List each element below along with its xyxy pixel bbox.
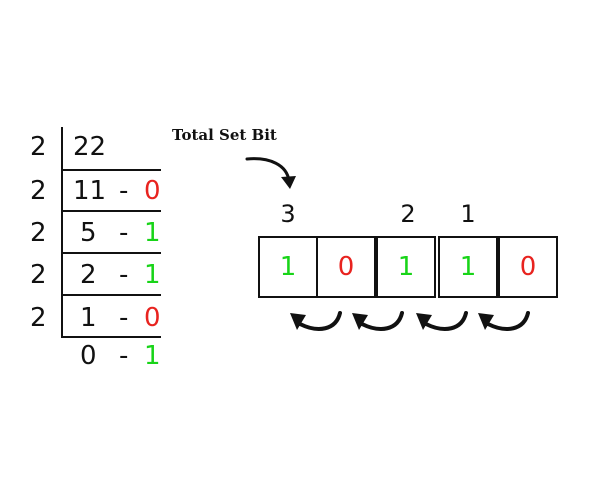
remainder-3: 1 bbox=[144, 260, 161, 290]
quotient-5: 0 bbox=[80, 341, 97, 371]
curved-arrow-left-icon bbox=[352, 311, 404, 331]
count-label-3: 1 bbox=[460, 200, 476, 228]
division-bar-0 bbox=[61, 127, 63, 171]
bit-cell-2: 1 bbox=[376, 236, 436, 298]
bit-cell-4: 0 bbox=[498, 236, 558, 298]
division-rule-3 bbox=[61, 252, 161, 254]
quotient-4: 1 bbox=[80, 303, 97, 333]
divisor-2: 2 bbox=[30, 218, 47, 248]
dash-3: - bbox=[119, 260, 129, 290]
quotient-3: 2 bbox=[80, 260, 97, 290]
remainder-2: 1 bbox=[144, 218, 161, 248]
remainder-4: 0 bbox=[144, 303, 161, 333]
remainder-5: 1 bbox=[144, 341, 161, 371]
division-bar-2 bbox=[61, 212, 63, 254]
quotient-1: 11 bbox=[73, 176, 107, 206]
count-label-0: 3 bbox=[280, 200, 296, 228]
division-rule-2 bbox=[61, 210, 161, 212]
division-rule-1 bbox=[61, 169, 161, 171]
quotient-2: 5 bbox=[80, 218, 97, 248]
divisor-1: 2 bbox=[30, 176, 47, 206]
divisor-0: 2 bbox=[30, 132, 47, 162]
quotient-0: 22 bbox=[73, 132, 107, 162]
total-set-bit-label: Total Set Bit bbox=[172, 126, 277, 144]
dash-4: - bbox=[119, 303, 129, 333]
bit-cell-3: 1 bbox=[438, 236, 498, 298]
dash-1: - bbox=[119, 176, 129, 206]
curved-arrow-left-icon bbox=[290, 311, 342, 331]
division-bar-4 bbox=[61, 296, 63, 338]
curved-arrow-left-icon bbox=[416, 311, 468, 331]
bit-cell-1: 0 bbox=[316, 236, 376, 298]
division-bar-3 bbox=[61, 254, 63, 296]
curved-arrow-left-icon bbox=[478, 311, 530, 331]
division-rule-5 bbox=[61, 336, 161, 338]
remainder-1: 0 bbox=[144, 176, 161, 206]
division-bar-1 bbox=[61, 170, 63, 212]
count-label-2: 2 bbox=[400, 200, 416, 228]
division-rule-4 bbox=[61, 294, 161, 296]
dash-5: - bbox=[119, 341, 129, 371]
dash-2: - bbox=[119, 218, 129, 248]
divisor-3: 2 bbox=[30, 260, 47, 290]
divisor-4: 2 bbox=[30, 303, 47, 333]
